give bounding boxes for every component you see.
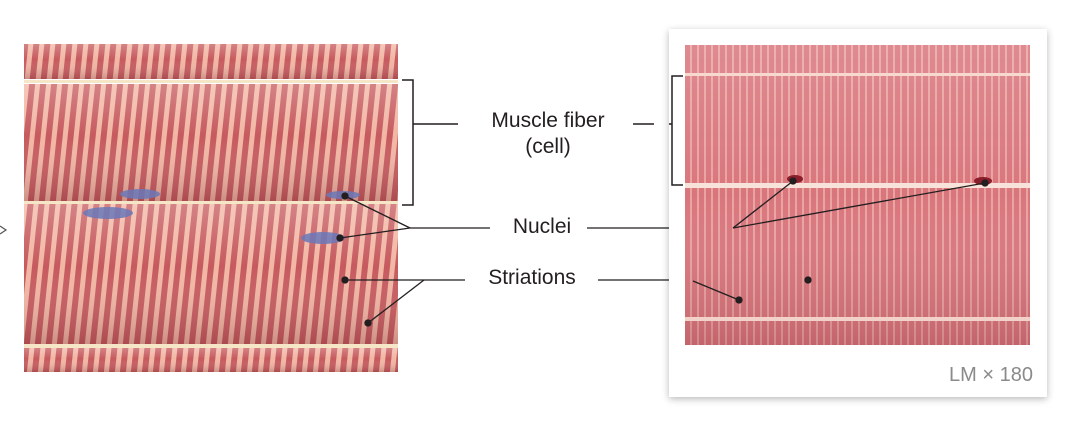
nucleus-1 bbox=[120, 189, 160, 199]
arrow-tip bbox=[0, 225, 8, 235]
nucleus-4 bbox=[301, 232, 345, 244]
magnification-label: LM × 180 bbox=[949, 364, 1033, 386]
micrograph-image bbox=[685, 45, 1030, 345]
striations-label: Striations bbox=[488, 266, 576, 289]
muscle-fiber-label-line1: Muscle fiber bbox=[491, 109, 605, 132]
fiber-bracket-left bbox=[402, 79, 458, 206]
nuclei-label: Nuclei bbox=[512, 215, 572, 238]
micrograph-leaders bbox=[669, 75, 989, 304]
muscle-fiber-label: Muscle fiber (cell) bbox=[458, 108, 638, 160]
micrograph-frame: LM × 180 bbox=[669, 29, 1047, 397]
illustration-nuclei bbox=[83, 189, 360, 244]
muscle-fiber-label-line2: (cell) bbox=[525, 135, 571, 158]
nucleus-3 bbox=[83, 207, 133, 219]
illustration-fibers bbox=[24, 44, 398, 372]
